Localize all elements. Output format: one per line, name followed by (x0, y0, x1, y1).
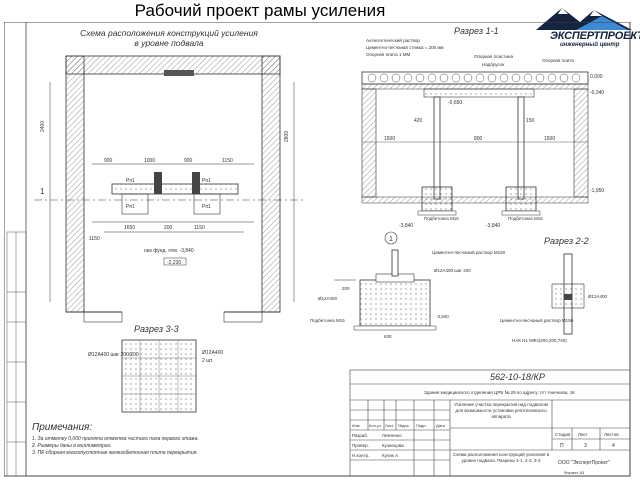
section-2-2-note: Цементно-песчаный раствор М150 (500, 317, 574, 323)
plan-dim: 1150 (222, 158, 233, 164)
section-1-1-dim: 800 (474, 136, 483, 142)
section-1-1-dim: 150 (526, 118, 535, 124)
stamp-role: Н.контр. (352, 453, 369, 458)
notes-title: Примечания: (32, 422, 92, 433)
title-block (349, 369, 631, 477)
plan-mark: Рп1 (126, 178, 135, 184)
node-1-dim: 630 (384, 334, 392, 339)
stamp-role: Разраб. (352, 433, 368, 438)
plan-dim: 900 (184, 158, 193, 164)
stamp-stage-value: П (560, 443, 564, 449)
stamp-header: Дата (436, 423, 446, 428)
logo-name: ЭКСПЕРТПРОЕКТ (550, 30, 640, 42)
section-3-3-note: Ø12А400 (202, 350, 223, 356)
section-1-1-mark: -0,340 (590, 90, 604, 96)
section-1-1-note: Антисептический раствор (366, 37, 420, 43)
stamp-format: Формат А3 (564, 470, 585, 475)
binding-strip (6, 231, 27, 477)
plan-dim: 2800 (284, 131, 290, 142)
stamp-role: Провер. (352, 443, 369, 448)
plan-mark: Рп1 (126, 204, 135, 210)
section-1-1-note: Цементно-песчаная стяжка = 200 мм (366, 45, 444, 50)
section-1-1-label: Подбетонка М15 (508, 216, 543, 221)
node-1-note: Цементно-песчаный раствор М150 (432, 249, 506, 255)
node-1: 1 Цементно-песчаный раствор М150 Подбето… (310, 231, 506, 339)
section-1-1-label: Подбетонка М15 (424, 216, 459, 221)
stamp-code: 562-10-18/КР (490, 372, 545, 382)
stamp-object: Здание медицинского отделения ЦРБ № 29 п… (424, 390, 575, 395)
section-1-1-label: Надбрусок (482, 62, 504, 67)
stamp-work-title: Усиление участка перекрытия над подвалом… (454, 402, 548, 419)
stamp-name: Кузнецова (382, 443, 404, 448)
section-2-2-title: Разрез 2-2 (544, 236, 589, 246)
page-title: Рабочий проект рамы усиления (134, 1, 386, 20)
plan-dim: 200 (164, 225, 173, 231)
logo-subtitle: инженерный центр (560, 42, 620, 48)
notes-block: Примечания: 1. За отметку 0,000 принята … (31, 422, 199, 456)
section-1-1-note: Опорная плита 1 ММ (366, 52, 410, 57)
plan-drawing: Схема расположения конструкций усиления … (34, 28, 304, 323)
stamp-header: Кол.уч (369, 423, 381, 428)
stamp-name: Кулик А. (382, 453, 399, 458)
plan-level: низ фунд. отм. -3,840 (144, 248, 194, 254)
stamp-name: Левченко (382, 433, 402, 438)
section-1-1-dim: 1500 (544, 136, 555, 142)
stamp-stage-value: 3 (584, 443, 587, 449)
section-3-3-note: 2 шт. (202, 358, 213, 364)
company-logo: ЭКСПЕРТПРОЕКТ инженерный центр (532, 2, 640, 50)
plan-level-mark: -2,230 (167, 260, 181, 266)
stamp-stage-header: Лист (578, 432, 588, 437)
stamp-stage-header: Листов (604, 432, 619, 437)
node-1-label: 1 (389, 236, 393, 243)
stamp-sheet-title: Схема расположения конструкций усиления … (452, 452, 550, 463)
section-2-2-note: Ø12А400 (588, 294, 608, 299)
plan-dim: 1150 (89, 236, 100, 242)
node-1-dim: 200 (342, 286, 350, 291)
section-1-1-title: Разрез 1-1 (454, 26, 499, 36)
stamp-header: Лист (385, 423, 394, 428)
node-1-note: Подбетонка М15 (310, 318, 345, 323)
section-1-1-label: Опорная плита (542, 58, 574, 63)
stamp-header: Изм. (352, 423, 361, 428)
section-2-2: Разрез 2-2 Цементно-песчаный раствор М15… (500, 236, 608, 343)
node-1-dim: -3,840 (436, 314, 449, 319)
stamp-stage-header: Стадия (555, 432, 571, 437)
note-line: 3. ПК-сборная многопустотная железобетон… (32, 450, 198, 456)
section-3-3-title: Разрез 3-3 (134, 324, 179, 334)
plan-mark: Рп1 (202, 204, 211, 210)
section-1-1-mark: -3,840 (486, 223, 500, 229)
section-1-1-dim: 420 (414, 118, 423, 124)
stamp-header: №док. (398, 423, 410, 428)
note-line: 2. Размеры даны в миллиметрах. (31, 443, 112, 449)
node-1-note: Ø12А400 (318, 296, 338, 301)
plan-dim: 1650 (124, 225, 135, 231)
section-2-2-note: НАК Н1 МФ4(200,200,740) (512, 338, 567, 343)
plan-dim: 1150 (194, 225, 205, 231)
section-3-3-note: Ø12А400 шаг 200/200 (88, 352, 139, 358)
drawing-sheet: Схема расположения конструкций усиления … (4, 22, 631, 477)
stamp-stage-value: 4 (612, 443, 615, 449)
plan-title: Схема расположения конструкций усиления (80, 28, 258, 38)
section-1-1-mark: -0,650 (448, 100, 462, 106)
plan-subtitle: в уровне подвала (134, 38, 203, 48)
section-3-3: Разрез 3-3 Ø12А400 шаг 200/200 Ø12А400 2… (88, 324, 223, 413)
stamp-header: Подп. (416, 423, 427, 428)
section-1-1-dim: 1500 (384, 136, 395, 142)
plan-dim: 2400 (40, 121, 46, 132)
mountain-logo-icon (536, 8, 632, 30)
plan-axis-label: 1 (40, 187, 45, 196)
section-1-1: Разрез 1-1 Антисептический раствор Цемен… (361, 26, 604, 229)
node-1-note: Ø12А400 шаг 200 (434, 268, 471, 273)
stamp-company: ООО "ЭкспертПроект" (558, 460, 610, 466)
section-1-1-mark: 0,000 (590, 74, 603, 80)
section-1-1-label: Опорная пластина (474, 54, 513, 59)
section-1-1-mark: -3,840 (399, 223, 413, 229)
plan-mark: Рп1 (202, 178, 211, 184)
section-1-1-mark: -1,950 (590, 188, 604, 194)
note-line: 1. За отметку 0,000 принята отметка чист… (32, 436, 199, 442)
plan-dim: 1000 (144, 158, 155, 164)
plan-dim: 900 (104, 158, 113, 164)
